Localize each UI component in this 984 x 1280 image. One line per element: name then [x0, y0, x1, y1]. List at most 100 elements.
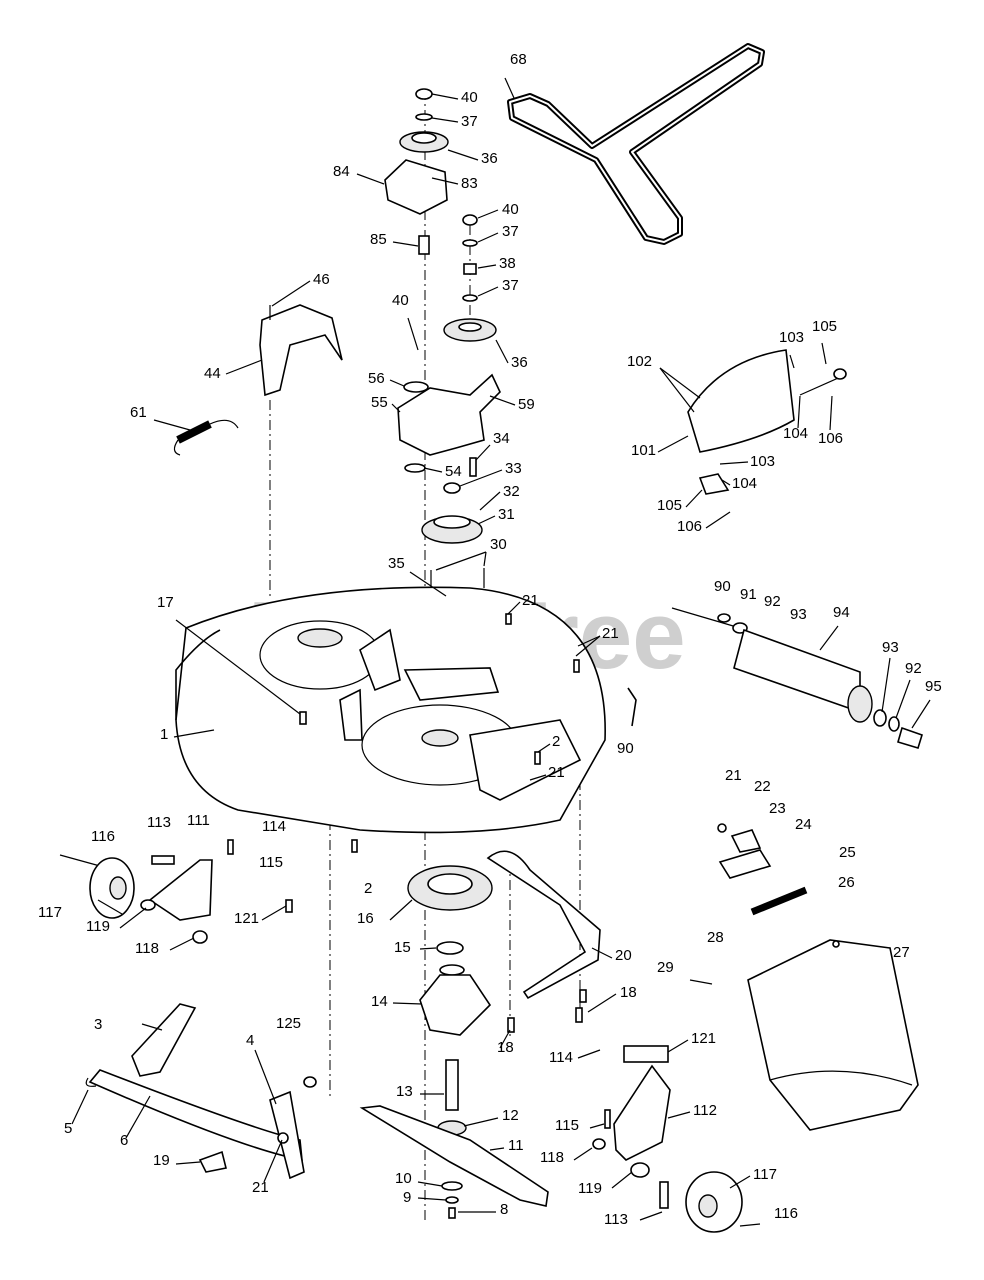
part-label-55: 55 [371, 394, 388, 411]
spring-61 [173, 419, 239, 456]
front-arm-assembly [85, 1003, 317, 1180]
part-label-24: 24 [795, 816, 812, 833]
part-label-59: 59 [518, 396, 535, 413]
part-label-84: 84 [333, 163, 350, 180]
part-label-31: 31 [498, 506, 515, 523]
spindle-assembly [407, 865, 493, 1136]
mower-deck-housing [175, 586, 606, 834]
part-label-40a: 40 [461, 89, 478, 106]
part-label-83: 83 [461, 175, 478, 192]
right-gauge-wheel [577, 1045, 761, 1233]
part-label-91: 91 [740, 586, 757, 603]
part-label-115b: 115 [555, 1117, 579, 1134]
part-label-104a: 104 [783, 425, 808, 442]
part-label-33: 33 [505, 460, 522, 477]
part-label-36a: 36 [481, 150, 498, 167]
blade-assembly [359, 1105, 549, 1219]
part-label-114a: 114 [262, 818, 286, 835]
drive-pulley-assembly [421, 482, 485, 612]
part-label-118b: 118 [540, 1149, 564, 1166]
part-label-19: 19 [153, 1152, 170, 1169]
part-label-12: 12 [502, 1107, 519, 1124]
part-label-25: 25 [839, 844, 856, 861]
part-label-104b: 104 [732, 475, 757, 492]
part-label-103a: 103 [779, 329, 804, 346]
part-label-101: 101 [631, 442, 656, 459]
part-label-90b: 90 [714, 578, 731, 595]
part-label-106b: 106 [677, 518, 702, 535]
bolt-85 [418, 235, 430, 255]
part-label-18b: 18 [497, 1039, 514, 1056]
part-label-119a: 119 [86, 918, 110, 935]
part-label-32: 32 [503, 483, 520, 500]
part-label-21a: 21 [522, 592, 539, 609]
part-label-30: 30 [490, 536, 507, 553]
part-label-27: 27 [893, 944, 910, 961]
belt-guide-44 [259, 304, 343, 397]
part-label-8: 8 [500, 1201, 508, 1218]
part-label-103b: 103 [750, 453, 775, 470]
part-label-5: 5 [64, 1120, 72, 1137]
discharge-deflector [687, 349, 847, 495]
arm-20 [486, 850, 601, 1000]
part-label-95: 95 [925, 678, 942, 695]
part-label-111: 111 [187, 812, 210, 829]
part-label-92b: 92 [905, 660, 922, 677]
upper-pulley-assembly [384, 88, 449, 215]
part-label-113b: 113 [604, 1211, 628, 1228]
part-label-106a: 106 [818, 430, 843, 447]
part-label-18a: 18 [620, 984, 637, 1001]
part-label-93a: 93 [790, 606, 807, 623]
part-label-9: 9 [403, 1189, 411, 1206]
part-label-40c: 40 [392, 292, 409, 309]
part-label-21c: 21 [548, 764, 565, 781]
small-hardware [299, 613, 587, 1033]
part-label-28: 28 [707, 929, 724, 946]
part-label-85: 85 [370, 231, 387, 248]
part-label-10: 10 [395, 1170, 412, 1187]
part-label-1: 1 [160, 726, 168, 743]
part-label-40b: 40 [502, 201, 519, 218]
part-label-94: 94 [833, 604, 850, 621]
part-label-116a: 116 [91, 828, 115, 845]
part-label-23: 23 [769, 800, 786, 817]
part-label-35: 35 [388, 555, 405, 572]
part-label-112: 112 [693, 1102, 717, 1119]
part-label-61: 61 [130, 404, 147, 421]
part-label-21e: 21 [252, 1179, 269, 1196]
part-label-54: 54 [445, 463, 462, 480]
part-label-121a: 121 [234, 910, 259, 927]
discharge-chute-27 [689, 939, 919, 1131]
part-label-46: 46 [313, 271, 330, 288]
part-label-56: 56 [368, 370, 385, 387]
part-label-37b: 37 [502, 223, 519, 240]
part-label-4: 4 [246, 1032, 254, 1049]
part-label-115a: 115 [259, 854, 283, 871]
part-label-105b: 105 [657, 497, 682, 514]
leader-lines [71, 77, 931, 1221]
part-label-3: 3 [94, 1016, 102, 1033]
part-label-17: 17 [157, 594, 174, 611]
part-label-11: 11 [508, 1137, 524, 1154]
part-label-22: 22 [754, 778, 771, 795]
part-label-15: 15 [394, 939, 411, 956]
part-label-105a: 105 [812, 318, 837, 335]
part-label-29: 29 [657, 959, 674, 976]
part-label-90a: 90 [617, 740, 634, 757]
part-label-21b: 21 [602, 625, 619, 642]
part-label-21d: 21 [725, 767, 742, 784]
part-label-116b: 116 [774, 1205, 798, 1222]
part-label-92a: 92 [764, 593, 781, 610]
belt-68 [507, 43, 765, 245]
roller-assembly [627, 607, 923, 749]
part-label-37a: 37 [461, 113, 478, 130]
part-label-6: 6 [120, 1132, 128, 1149]
part-label-37c: 37 [502, 277, 519, 294]
idler-stack [443, 214, 497, 342]
part-label-44: 44 [204, 365, 221, 382]
part-label-93b: 93 [882, 639, 899, 656]
part-label-118a: 118 [135, 940, 159, 957]
part-label-20: 20 [615, 947, 632, 964]
left-gauge-wheel [59, 839, 293, 944]
